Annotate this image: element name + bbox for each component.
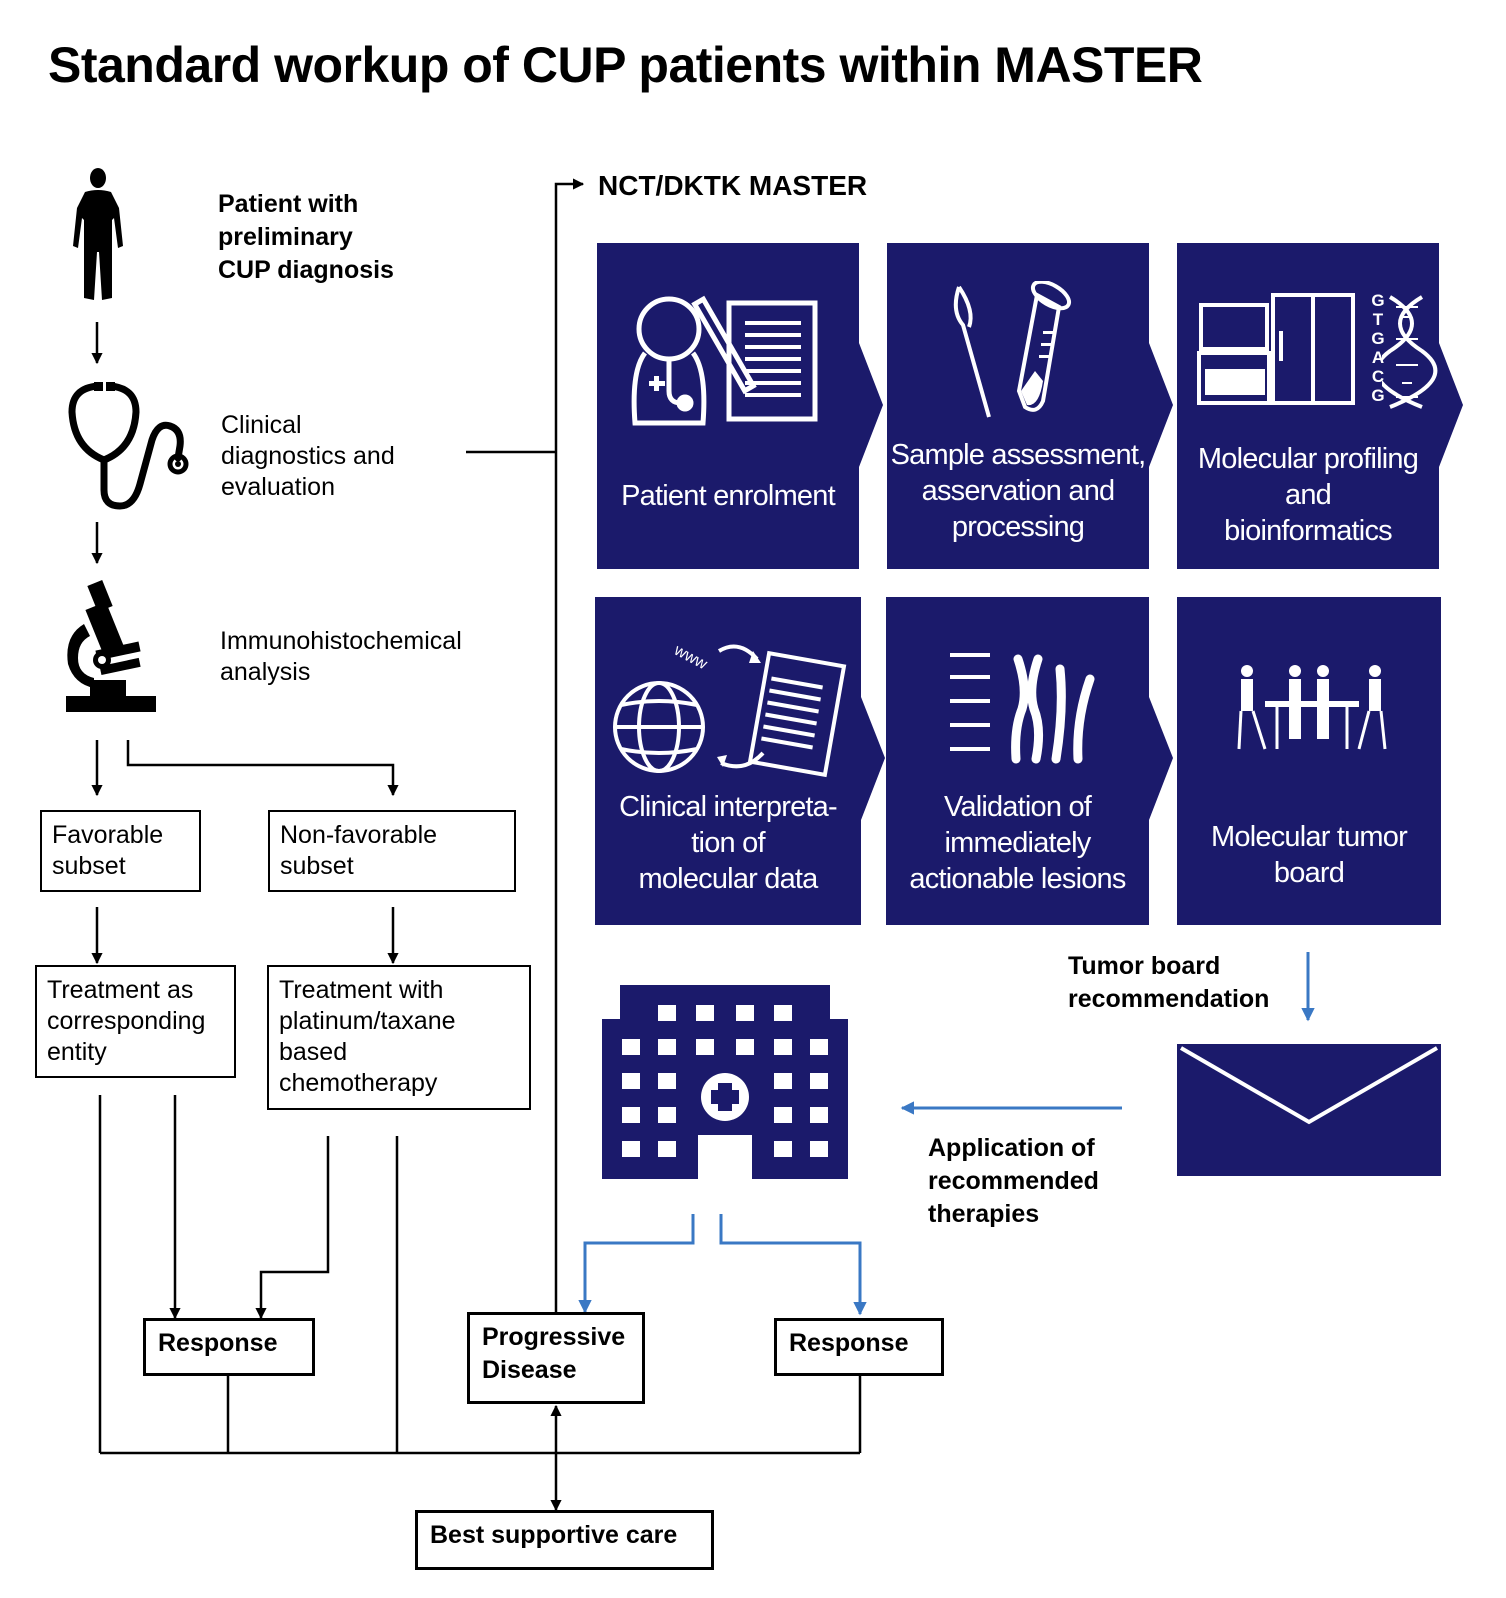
immunohistochemical-label: Immunohistochemical analysis <box>220 627 462 686</box>
favorable-subset-box: Favorable subset <box>40 810 201 892</box>
dna-letter: T <box>1372 310 1384 329</box>
step-label: Sample assessment, asservation and proce… <box>890 439 1147 543</box>
envelope-icon <box>1177 1044 1441 1176</box>
step-label: Patient enrolment <box>621 480 836 512</box>
step-molecular-tumor-board: Molecular tumor board <box>1177 597 1441 925</box>
response-left-box: Response <box>143 1318 315 1376</box>
master-label: NCT/DKTK MASTER <box>598 170 868 201</box>
page-title: Standard workup of CUP patients within M… <box>48 37 1203 93</box>
clinical-diagnostics-label: Clinical diagnostics and evaluation <box>221 411 395 501</box>
step-validation: Validation of immediately actionable les… <box>886 597 1149 925</box>
dna-letter: G <box>1371 291 1385 310</box>
dna-letter: A <box>1371 348 1385 367</box>
doctor-clipboard-icon <box>631 295 818 426</box>
step-sample-assessment: Sample assessment, asservation and proce… <box>887 243 1149 569</box>
stethoscope-icon <box>68 382 189 510</box>
best-supportive-care-box: Best supportive care <box>415 1510 714 1570</box>
tumor-board-recommendation-label: Tumor board recommendation <box>1068 952 1270 1013</box>
globe-document-icon <box>613 644 847 778</box>
hospital-icon <box>602 985 848 1179</box>
step-label: Molecular profiling and bioinformatics <box>1197 443 1419 547</box>
dna-helix-icon <box>1382 295 1438 409</box>
scalpel-tube-icon <box>953 281 1072 418</box>
response-right-box: Response <box>774 1318 944 1376</box>
application-therapies-label: Application of recommended therapies <box>928 1134 1099 1228</box>
treatment-platinum-box: Treatment with platinum/taxane based che… <box>267 965 531 1110</box>
sequencer-icon <box>1197 293 1355 405</box>
person-icon <box>73 168 123 300</box>
step-label: Molecular tumor board <box>1211 821 1408 889</box>
progressive-disease-box: Progressive Disease <box>467 1312 645 1404</box>
microscope-icon <box>66 580 156 712</box>
dna-letter: G <box>1371 329 1385 348</box>
chromosome-icon <box>950 653 1095 764</box>
non-favorable-subset-box: Non-favorable subset <box>268 810 516 892</box>
treatment-corresponding-box: Treatment as corresponding entity <box>35 965 236 1078</box>
dna-letter: G <box>1371 386 1385 405</box>
dna-sequence: G T G A C G <box>1367 291 1389 405</box>
dna-letter: C <box>1371 367 1385 386</box>
patient-label: Patient with preliminary CUP diagnosis <box>218 190 394 284</box>
step-molecular-profiling: G T G A C G Molecular profiling and bioi… <box>1177 243 1439 569</box>
step-patient-enrolment: Patient enrolment <box>597 243 859 569</box>
step-label: Validation of immediately actionable les… <box>909 791 1126 895</box>
step-clinical-interpretation: www Clinical interpreta- tion of molecul… <box>595 597 861 925</box>
meeting-people-icon <box>1237 665 1387 750</box>
step-label: Clinical interpreta- tion of molecular d… <box>619 791 838 895</box>
